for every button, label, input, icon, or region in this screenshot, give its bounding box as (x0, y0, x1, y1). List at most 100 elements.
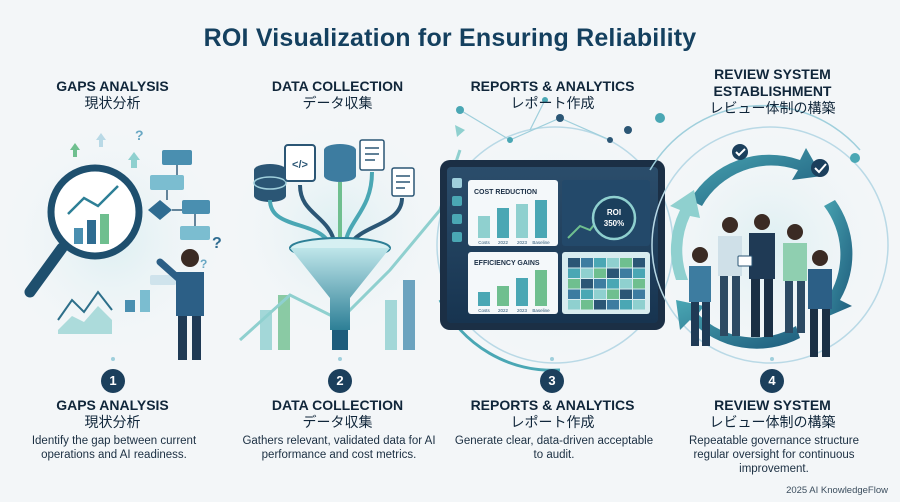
database-icon (253, 164, 287, 202)
step-header-en: DATA COLLECTION (271, 78, 404, 94)
heatmap-cell (581, 279, 593, 289)
step-column-3: REPORTS & ANALYTICS レポート作成 3 REPORTS & A… (440, 0, 665, 502)
cost-bar (478, 216, 490, 238)
step-description: Repeatable governance structure regular … (688, 435, 860, 475)
step-title: DATA COLLECTION データ収集 (225, 397, 450, 431)
cost-bar-label: 2023 (517, 240, 528, 245)
heatmap-cell (568, 279, 580, 289)
step-title-en: REVIEW SYSTEM (714, 397, 831, 413)
heatmap-cell (620, 289, 632, 299)
efficiency-bar-label: Baseline (532, 308, 550, 313)
roi-value: 350% (604, 219, 624, 228)
step-title: GAPS ANALYSIS 現状分析 (0, 397, 225, 431)
efficiency-bar (478, 292, 490, 306)
step-column-2: DATA COLLECTION データ収集 2 DATA COLLECTION … (225, 0, 450, 502)
cost-bar-label: 2022 (498, 240, 509, 245)
heatmap-cell (607, 279, 619, 289)
check-icon (732, 144, 748, 160)
heatmap-cell (594, 258, 606, 268)
step-title-ja: レビュー体制の構築 (709, 414, 836, 430)
step-header: REPORTS & ANALYTICS レポート作成 (440, 78, 665, 112)
cost-bar-label: Costs (478, 240, 490, 245)
heatmap-cell (607, 300, 619, 310)
heatmap-cell (607, 268, 619, 278)
step-number-badge: 1 (101, 369, 125, 393)
step-number-badge: 3 (540, 369, 564, 393)
step-header-en: REPORTS & ANALYTICS (470, 78, 635, 94)
timeline-dot (770, 357, 774, 361)
check-icon (811, 159, 829, 177)
step-header-ja: レポート作成 (510, 95, 595, 111)
efficiency-bar (497, 286, 509, 306)
step-title-en: GAPS ANALYSIS (56, 397, 169, 413)
code-file-icon (284, 144, 316, 182)
magnifier-icon (47, 164, 143, 260)
step-header: GAPS ANALYSIS 現状分析 (0, 78, 225, 112)
heatmap-cell (581, 300, 593, 310)
step-title-ja: データ収集 (302, 414, 373, 430)
step-column-1: GAPS ANALYSIS 現状分析 1 GAPS ANALYSIS 現状分析 … (0, 0, 225, 502)
heatmap-cell (568, 258, 580, 268)
step-title: REPORTS & ANALYTICS レポート作成 (440, 397, 665, 431)
heatmap-grid (568, 258, 645, 310)
step-header-ja: データ収集 (302, 95, 373, 111)
heatmap-cell (607, 258, 619, 268)
cost-bar (497, 208, 509, 238)
step-header-ja: レビュー体制の構築 (709, 100, 836, 116)
efficiency-bar (516, 278, 528, 306)
step-header: REVIEW SYSTEM ESTABLISHMENT レビュー体制の構築 (660, 66, 885, 117)
efficiency-bar-label: 2022 (498, 308, 509, 313)
step-header: DATA COLLECTION データ収集 (225, 78, 450, 112)
heatmap-cell (620, 268, 632, 278)
heatmap-cell (633, 289, 645, 299)
efficiency-bar (535, 270, 547, 306)
timeline-dot (550, 357, 554, 361)
timeline-dots (111, 357, 774, 361)
step-title-en: DATA COLLECTION (271, 397, 404, 413)
heatmap-cell (633, 279, 645, 289)
team-people (689, 214, 832, 357)
review-system-illustration (624, 104, 889, 364)
question-mark-icon: ? (200, 257, 207, 271)
step-number-badge: 4 (760, 369, 784, 393)
step-column-4: REVIEW SYSTEM ESTABLISHMENT レビュー体制の構築 4 … (660, 0, 885, 502)
step-title-en: REPORTS & ANALYTICS (470, 397, 635, 413)
step-header-en: REVIEW SYSTEM ESTABLISHMENT (713, 66, 832, 99)
heatmap-cell (581, 258, 593, 268)
step-header-en: GAPS ANALYSIS (56, 78, 169, 94)
heatmap-cell (633, 268, 645, 278)
data-collection-illustration: </> (238, 125, 465, 350)
cycle-arrow (820, 200, 853, 318)
heatmap-cell (594, 279, 606, 289)
step-title-ja: 現状分析 (84, 414, 141, 430)
code-glyph: </> (292, 159, 308, 171)
roi-label: ROI (607, 208, 621, 217)
cost-reduction-label: COST REDUCTION (474, 189, 537, 196)
step-header-ja: 現状分析 (84, 95, 141, 111)
step-description: Generate clear, data-driven acceptable t… (454, 435, 654, 461)
step-number-badge: 2 (328, 369, 352, 393)
funnel-icon (290, 248, 390, 330)
heatmap-cell (568, 289, 580, 299)
efficiency-bar-label: 2023 (517, 308, 528, 313)
efficiency-bar-label: Costs (478, 308, 490, 313)
question-mark-icon: ? (212, 235, 222, 252)
question-mark-icon: ? (135, 127, 144, 143)
timeline-dot (338, 357, 342, 361)
heatmap-cell (568, 268, 580, 278)
step-title-ja: レポート作成 (510, 414, 595, 430)
cycle-arrow (690, 148, 822, 206)
heatmap-cell (594, 268, 606, 278)
heatmap-cell (620, 279, 632, 289)
heatmap-cell (581, 268, 593, 278)
cycle-arrow (670, 190, 700, 280)
heatmap-cell (607, 289, 619, 299)
cost-bar (535, 200, 547, 238)
gaps-analysis-illustration: ? ? ? (24, 127, 222, 360)
step-title: REVIEW SYSTEM レビュー体制の構築 (660, 397, 885, 431)
heatmap-cell (620, 258, 632, 268)
heatmap-cell (633, 258, 645, 268)
step-description: Gathers relevant, validated data for AI … (242, 435, 436, 461)
